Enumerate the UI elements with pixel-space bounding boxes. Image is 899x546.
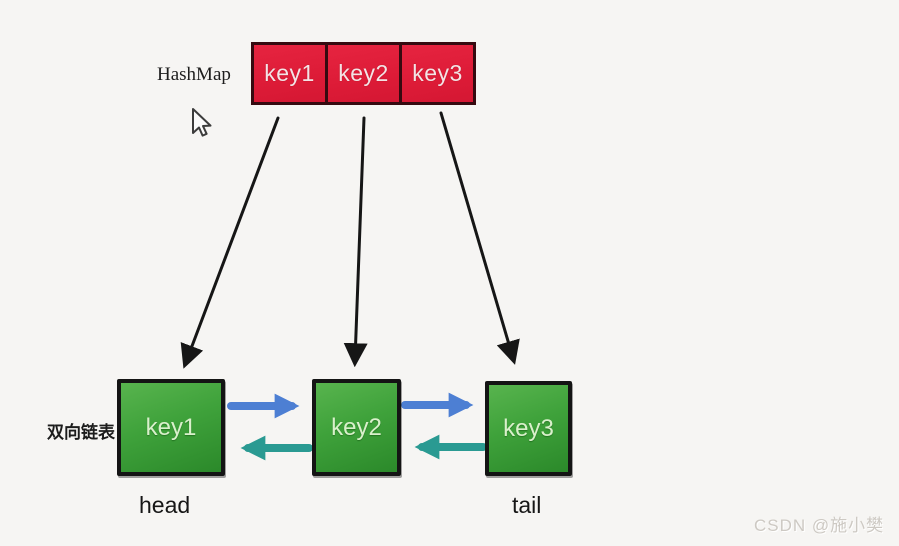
- mouse-cursor-icon: [192, 108, 212, 137]
- pointer-key3-arrow: [439, 111, 520, 365]
- list-node-key2: key2: [312, 379, 401, 476]
- pointer-key2-arrow: [343, 116, 368, 368]
- list-node-label: key1: [145, 413, 197, 441]
- hashmap-cell-label: key2: [338, 60, 389, 86]
- list-node-label: key2: [331, 413, 382, 441]
- hashmap-cell-key1: key1: [251, 42, 328, 105]
- hashmap-bucket-row: key1 key2 key3: [251, 42, 476, 105]
- hashmap-label: HashMap: [157, 64, 231, 85]
- hashmap-cell-key3: key3: [399, 42, 476, 105]
- doubly-linked-list-label: 双向链表: [47, 423, 115, 442]
- hashmap-cell-label: key3: [412, 60, 463, 86]
- csdn-watermark: CSDN @施小樊: [754, 516, 885, 535]
- hashmap-cell-label: key1: [264, 60, 315, 86]
- tail-label: tail: [512, 492, 542, 518]
- list-node-key1: key1: [117, 379, 225, 476]
- list-node-key3: key3: [485, 381, 572, 476]
- list-node-label: key3: [503, 414, 554, 442]
- hashmap-cell-key2: key2: [325, 42, 402, 105]
- pointer-key1-arrow: [180, 116, 280, 369]
- head-label: head: [139, 492, 191, 518]
